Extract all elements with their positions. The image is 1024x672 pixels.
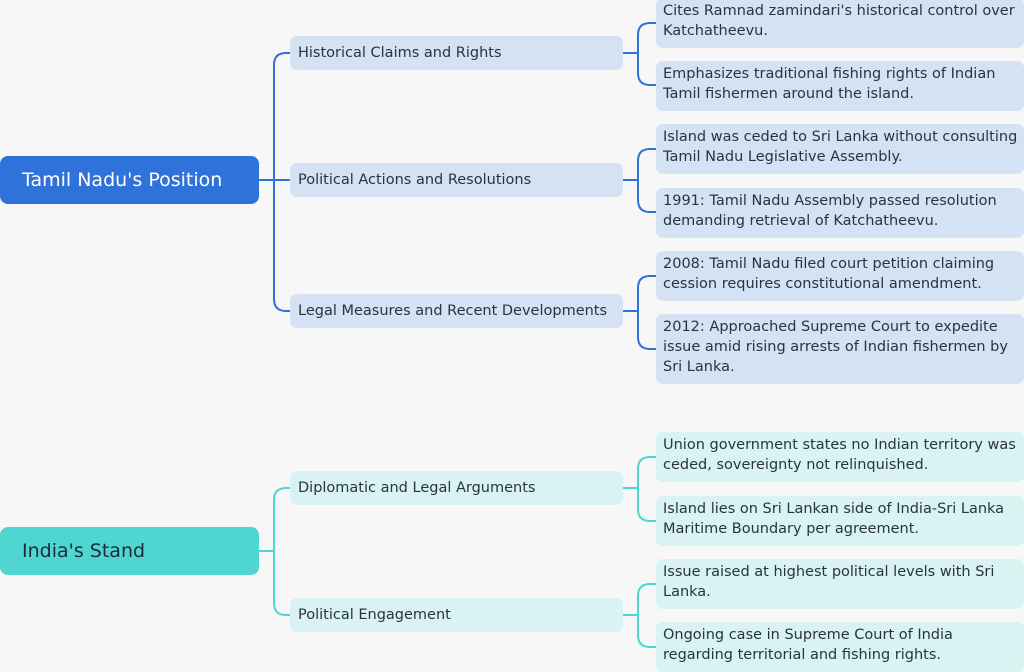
root-node-india-stand: India's Stand bbox=[0, 527, 259, 575]
legal-connector-branch-1 bbox=[637, 310, 657, 350]
engagement-connector-branch-0 bbox=[637, 583, 657, 616]
root-node-tamil-nadu-position: Tamil Nadu's Position bbox=[0, 156, 259, 204]
topic-diplomatic-legal: Diplomatic and Legal Arguments bbox=[290, 471, 623, 505]
point-ceded-without-consulting: Island was ceded to Sri Lanka without co… bbox=[656, 124, 1024, 174]
diplomatic-connector-branch-0 bbox=[637, 456, 657, 489]
historical-connector-branch-0 bbox=[637, 22, 657, 54]
point-maritime-boundary: Island lies on Sri Lankan side of India-… bbox=[656, 496, 1024, 546]
topic-historical-claims: Historical Claims and Rights bbox=[290, 36, 623, 70]
india-root-connector-branch-1 bbox=[273, 550, 291, 616]
india-root-connector-branch-0 bbox=[273, 487, 291, 552]
point-fishing-rights: Emphasizes traditional fishing rights of… bbox=[656, 61, 1024, 111]
topic-legal-measures: Legal Measures and Recent Developments bbox=[290, 294, 623, 328]
point-ramnad-zamindari: Cites Ramnad zamindari's historical cont… bbox=[656, 0, 1024, 48]
political-connector-branch-0 bbox=[637, 148, 657, 181]
point-2008-petition: 2008: Tamil Nadu filed court petition cl… bbox=[656, 251, 1024, 301]
legal-connector-branch-0 bbox=[637, 275, 657, 312]
tn-root-connector-branch-0 bbox=[273, 52, 291, 181]
point-2012-supreme-court: 2012: Approached Supreme Court to expedi… bbox=[656, 314, 1024, 384]
topic-political-actions: Political Actions and Resolutions bbox=[290, 163, 623, 197]
point-highest-political-levels: Issue raised at highest political levels… bbox=[656, 559, 1024, 609]
historical-connector-branch-1 bbox=[637, 52, 657, 86]
tn-root-connector-branch-2 bbox=[273, 179, 291, 312]
diplomatic-connector-branch-1 bbox=[637, 487, 657, 522]
point-1991-resolution: 1991: Tamil Nadu Assembly passed resolut… bbox=[656, 188, 1024, 238]
point-no-territory-ceded: Union government states no Indian territ… bbox=[656, 432, 1024, 482]
political-connector-branch-1 bbox=[637, 179, 657, 213]
point-ongoing-case: Ongoing case in Supreme Court of India r… bbox=[656, 622, 1024, 672]
topic-political-engagement: Political Engagement bbox=[290, 598, 623, 632]
engagement-connector-branch-1 bbox=[637, 614, 657, 648]
